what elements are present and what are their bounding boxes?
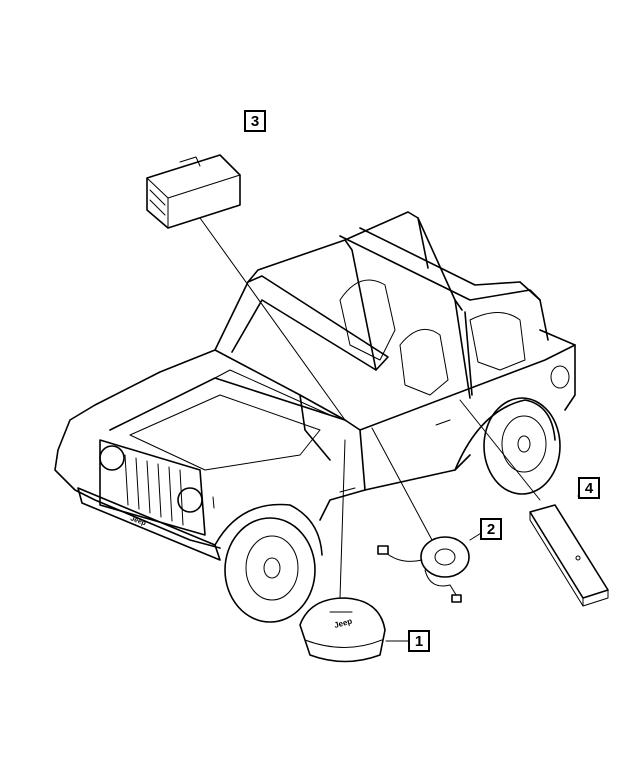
callout-2: 2 bbox=[480, 518, 502, 540]
leader-line-1 bbox=[339, 439, 346, 599]
leader-line-4 bbox=[459, 399, 541, 501]
jeep-vehicle-illustration bbox=[54, 211, 576, 623]
callout-4: 4 bbox=[578, 477, 600, 499]
callout-1: 1 bbox=[408, 630, 430, 652]
airbag-control-module-part bbox=[529, 504, 609, 607]
leader-line-2 bbox=[371, 427, 433, 541]
leader-line-3 bbox=[199, 217, 346, 421]
callout-3: 3 bbox=[244, 110, 266, 132]
passenger-airbag-module-part bbox=[146, 154, 241, 229]
clockspring-part bbox=[377, 536, 470, 603]
driver-airbag-part bbox=[299, 597, 386, 663]
